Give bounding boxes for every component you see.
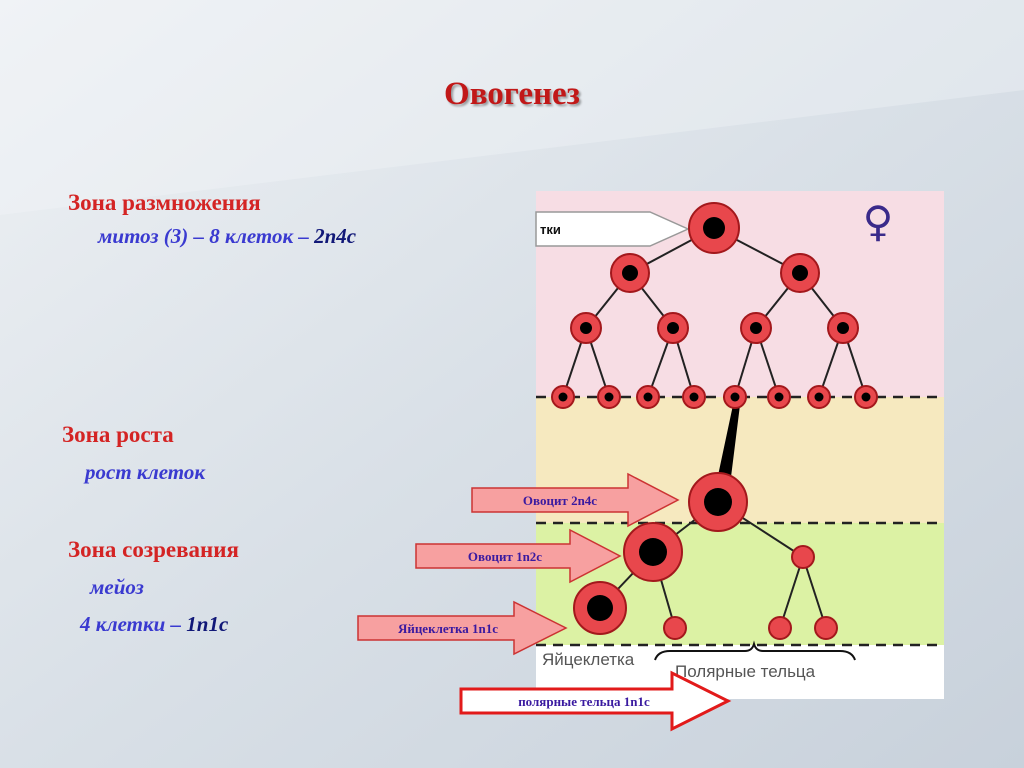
secondary-oocyte-cell	[623, 522, 683, 582]
cell-3	[780, 253, 820, 293]
polar-bracket	[654, 640, 856, 661]
cell-8g	[807, 385, 831, 409]
arrow-oocyte-2n4c-label: Овоцит 2n4c	[523, 493, 597, 508]
arrow-oocyte-2n4c: Овоцит 2n4c	[471, 472, 680, 528]
growth-wedge	[716, 405, 740, 485]
cell-row-8	[551, 385, 878, 409]
slide-title: Овогенез	[444, 76, 580, 112]
arrow-polar-bodies-1n1c: полярные тельца 1n1c	[459, 670, 732, 732]
cell-8e	[723, 385, 747, 409]
cell-8c	[636, 385, 660, 409]
cell-8f	[767, 385, 791, 409]
zone-maturation-title: Зона созревания	[68, 537, 239, 562]
cell-4	[570, 312, 602, 344]
cell-8a	[551, 385, 575, 409]
cell-8b	[597, 385, 621, 409]
polar-body-3	[768, 616, 792, 640]
bottom-label-polar: Полярные тельца	[675, 662, 816, 681]
polar-body-2	[663, 616, 687, 640]
reproduction-formula: 2n4c	[314, 224, 357, 248]
top-pointer-arrow	[535, 211, 690, 247]
maturation-formula: 1n1c	[186, 612, 229, 636]
maturation-detail-text: 4 клетки –	[80, 612, 187, 636]
cell-2	[610, 253, 650, 293]
cell-1	[688, 202, 740, 254]
polar-body-1	[791, 545, 815, 569]
bottom-label-egg: Яйцеклетка	[542, 650, 635, 669]
zone-maturation-detail-2: 4 клетки – 1n1c	[80, 612, 228, 637]
cell-5	[657, 312, 689, 344]
cell-8h	[854, 385, 878, 409]
zone-reproduction-title: Зона размножения	[68, 190, 261, 215]
primary-oocyte-cell	[688, 472, 748, 532]
arrow-oocyte-1n2c: Овоцит 1n2c	[415, 528, 622, 584]
zone-growth-detail: рост клеток	[85, 460, 205, 484]
arrow-egg-1n1c: Яйцеклетка 1n1c	[357, 600, 568, 656]
cell-6	[740, 312, 772, 344]
arrow-oocyte-1n2c-label: Овоцит 1n2c	[468, 549, 542, 564]
reproduction-detail-text: митоз (3) – 8 клеток –	[98, 224, 315, 248]
zone-maturation-detail-1: мейоз	[90, 575, 144, 599]
zone-reproduction-detail: митоз (3) – 8 клеток – 2n4c	[98, 224, 356, 249]
polar-body-4	[814, 616, 838, 640]
egg-cell	[573, 581, 627, 635]
top-pointer-label: тки	[540, 222, 561, 237]
arrow-egg-1n1c-label: Яйцеклетка 1n1c	[398, 621, 498, 636]
female-symbol-icon: ♀	[863, 197, 894, 246]
cell-7	[827, 312, 859, 344]
arrow-polar-bodies-label: полярные тельца 1n1c	[518, 694, 650, 709]
cell-8d	[682, 385, 706, 409]
zone-growth-title: Зона роста	[62, 422, 174, 447]
